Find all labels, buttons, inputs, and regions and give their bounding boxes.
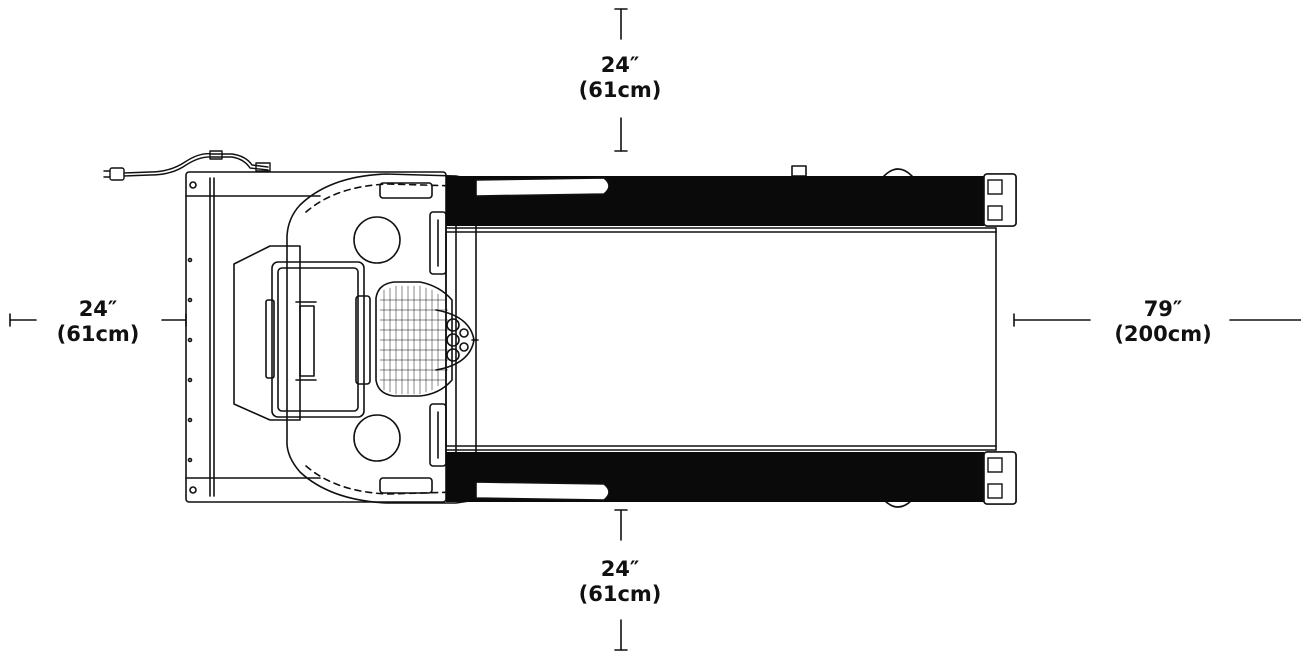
clearance-back-label: 24″ (61cm) bbox=[560, 557, 680, 607]
upright-top bbox=[429, 211, 447, 275]
clearance-back-metric: (61cm) bbox=[578, 582, 662, 606]
power-cord-icon bbox=[103, 150, 271, 181]
treadmill-deck bbox=[445, 227, 997, 451]
clearance-left-label: 24″ (61cm) bbox=[38, 297, 158, 347]
dimension-line-right bbox=[1013, 313, 1301, 327]
clearance-front-label: 24″ (61cm) bbox=[560, 53, 680, 103]
clearance-front-metric: (61cm) bbox=[578, 78, 662, 102]
clearance-rear-metric: (200cm) bbox=[1114, 322, 1212, 346]
clearance-back-imperial: 24″ bbox=[600, 557, 640, 581]
clearance-left-metric: (61cm) bbox=[56, 322, 140, 346]
dimension-line-top bbox=[614, 8, 628, 152]
fan-grille-icon bbox=[375, 281, 453, 397]
upright-bottom bbox=[429, 403, 447, 467]
speaker-icon bbox=[353, 216, 401, 462]
control-buttons bbox=[435, 309, 479, 371]
clearance-rear-label: 79″ (200cm) bbox=[1098, 297, 1228, 347]
motor-hood bbox=[185, 171, 447, 503]
clearance-left-imperial: 24″ bbox=[78, 297, 118, 321]
clearance-front-imperial: 24″ bbox=[600, 53, 640, 77]
tablet-holder bbox=[265, 261, 371, 418]
clearance-rear-imperial: 79″ bbox=[1143, 297, 1183, 321]
dimension-line-bottom bbox=[614, 509, 628, 651]
